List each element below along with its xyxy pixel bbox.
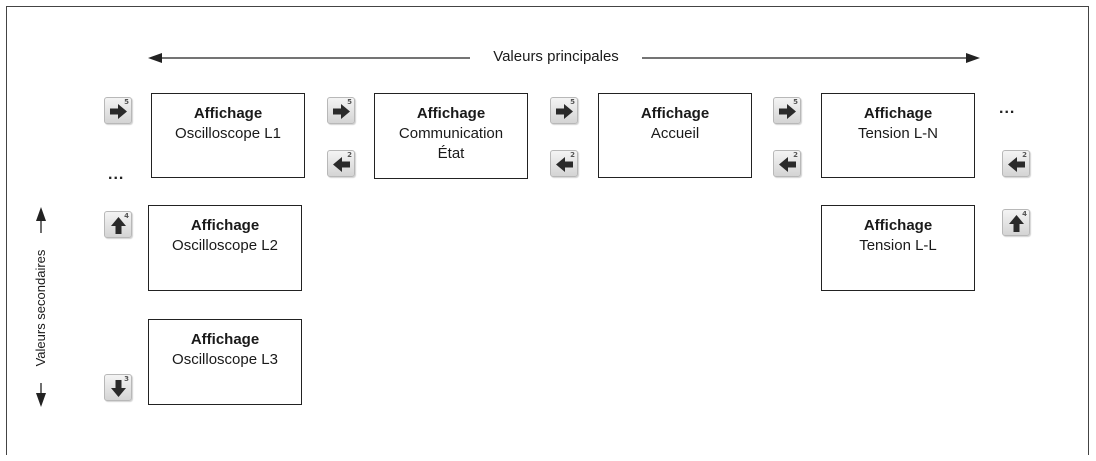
box-subtitle: Oscilloscope L2	[172, 237, 278, 254]
key-number: 2	[793, 151, 798, 159]
arrow-left-button[interactable]: 2	[1002, 150, 1030, 177]
arrow-right-icon	[779, 104, 796, 119]
ellipsis-left: ...	[108, 166, 125, 183]
key-number: 2	[570, 151, 575, 159]
arrow-up-button[interactable]: 4	[1002, 209, 1030, 236]
arrow-up-icon	[1009, 215, 1024, 232]
key-number: 3	[124, 375, 129, 383]
box-oscilloscope-l3: Affichage Oscilloscope L3	[148, 319, 302, 405]
primary-axis-label: Valeurs principales	[470, 47, 642, 67]
ellipsis-right: ...	[999, 100, 1016, 117]
box-subtitle: Oscilloscope L1	[175, 125, 281, 142]
box-subtitle: Accueil	[650, 125, 700, 142]
box-subtitle: Tension L-N	[857, 125, 939, 142]
box-title: Affichage	[193, 105, 263, 122]
box-title: Affichage	[190, 331, 260, 348]
box-tension-l-l: Affichage Tension L-L	[821, 205, 975, 291]
arrow-left-icon	[556, 157, 573, 172]
arrow-down-button[interactable]: 3	[104, 374, 132, 401]
secondary-axis-label: Valeurs secondaires	[33, 233, 49, 383]
box-tension-l-n: Affichage Tension L-N	[821, 93, 975, 178]
arrow-right-button[interactable]: 5	[104, 97, 132, 124]
key-number: 5	[570, 98, 575, 106]
arrow-left-icon	[1008, 157, 1025, 172]
key-number: 2	[347, 151, 352, 159]
key-number: 4	[124, 212, 129, 220]
arrow-down-icon	[111, 380, 126, 397]
arrow-right-icon	[110, 104, 127, 119]
box-title: Affichage	[640, 105, 710, 122]
arrow-right-icon	[333, 104, 350, 119]
box-title: Affichage	[190, 217, 260, 234]
key-number: 2	[1022, 151, 1027, 159]
arrow-left-icon	[779, 157, 796, 172]
arrow-right-button[interactable]: 5	[550, 97, 578, 124]
box-subtitle: Oscilloscope L3	[172, 351, 278, 368]
key-number: 5	[124, 98, 129, 106]
box-accueil: Affichage Accueil	[598, 93, 752, 178]
key-number: 4	[1022, 210, 1027, 218]
arrow-left-button[interactable]: 2	[550, 150, 578, 177]
arrow-up-button[interactable]: 4	[104, 211, 132, 238]
box-subtitle: Communication	[398, 125, 504, 142]
arrow-left-button[interactable]: 2	[327, 150, 355, 177]
arrow-right-button[interactable]: 5	[773, 97, 801, 124]
box-subtitle: Tension L-L	[859, 237, 937, 254]
key-number: 5	[793, 98, 798, 106]
key-number: 5	[347, 98, 352, 106]
arrow-right-button[interactable]: 5	[327, 97, 355, 124]
box-subtitle-line2: État	[437, 145, 465, 162]
arrow-left-button[interactable]: 2	[773, 150, 801, 177]
arrow-left-icon	[333, 157, 350, 172]
arrow-right-icon	[556, 104, 573, 119]
box-title: Affichage	[863, 217, 933, 234]
diagram-frame	[6, 6, 1089, 455]
box-title: Affichage	[416, 105, 486, 122]
box-oscilloscope-l1: Affichage Oscilloscope L1	[151, 93, 305, 178]
box-oscilloscope-l2: Affichage Oscilloscope L2	[148, 205, 302, 291]
box-communication-etat: Affichage Communication État	[374, 93, 528, 179]
box-title: Affichage	[863, 105, 933, 122]
arrow-up-icon	[111, 217, 126, 234]
